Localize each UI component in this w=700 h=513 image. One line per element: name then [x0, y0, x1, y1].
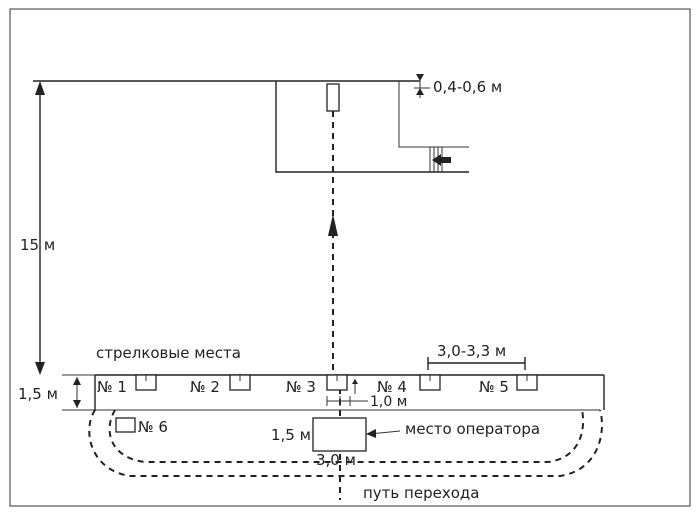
arrow-up-icon: [352, 379, 358, 384]
position-6-label: № 6: [138, 418, 168, 436]
arrow-left-icon: [432, 154, 441, 166]
top-gap-dimension: 0,4-0,6 м: [414, 74, 502, 98]
operator-place-label: место оператора: [405, 420, 540, 438]
operator-depth-label: 1,5 м: [271, 426, 311, 444]
small-gap-dimension: 1,0 м: [326, 379, 407, 410]
position-5-label: № 5: [479, 378, 509, 396]
spacing-dimension: 3,0-3,3 м: [427, 342, 526, 370]
arrow-down-icon: [73, 400, 81, 408]
position-4-label: № 4: [377, 378, 407, 396]
distance-label: 15 м: [20, 236, 55, 254]
operator-place: 1,5 м 3,0 м место оператора: [271, 417, 540, 469]
distance-dimension: 15 м: [20, 81, 55, 375]
outer-frame: [9, 8, 691, 507]
target-shelter-outline: [275, 81, 469, 173]
arrow-up-icon: [35, 81, 45, 95]
top-gap-label: 0,4-0,6 м: [433, 78, 502, 96]
shooting-positions-label: стрелковые места: [96, 344, 241, 362]
position-6: № 6: [115, 417, 168, 436]
operator-route-outer: [88, 409, 603, 477]
arrow-down-icon: [416, 74, 424, 81]
arrow-left-icon: [366, 429, 376, 438]
target-shelter-side: [398, 81, 469, 148]
line-depth-label: 1,5 м: [18, 385, 58, 403]
arrow-up-icon: [328, 214, 338, 236]
position-3: № 3: [286, 374, 348, 396]
arrow-shaft: [441, 157, 451, 163]
position-2-label: № 2: [190, 378, 220, 396]
arrow-up-icon: [73, 377, 81, 385]
position-1: № 1: [97, 374, 157, 396]
spacing-label: 3,0-3,3 м: [437, 342, 506, 360]
small-gap-label: 1,0 м: [370, 394, 407, 410]
transition-path-label: путь перехода: [363, 484, 479, 502]
line-depth-dimension: 1,5 м: [18, 374, 95, 411]
target-area: [33, 80, 469, 173]
arrow-down-icon: [35, 362, 45, 375]
target-marker: [326, 83, 340, 112]
position-4: № 4: [377, 374, 441, 396]
position-3-label: № 3: [286, 378, 316, 396]
position-5: № 5: [479, 374, 538, 396]
position-1-label: № 1: [97, 378, 127, 396]
operator-width-label: 3,0 м: [316, 451, 356, 469]
arrow-up-icon: [416, 88, 424, 95]
position-2: № 2: [190, 374, 251, 396]
